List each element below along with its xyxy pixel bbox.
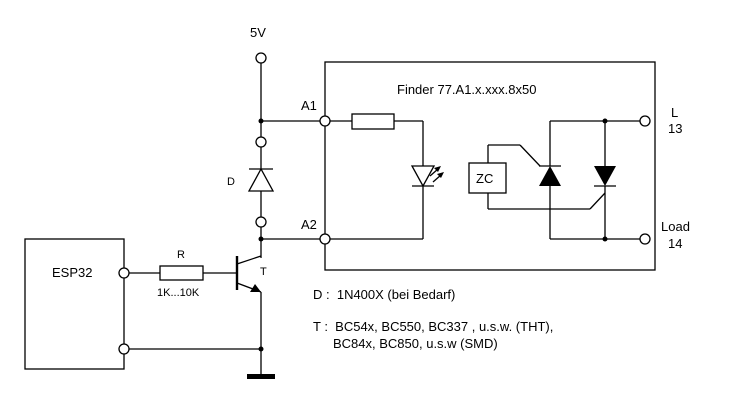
relay-pin-a1-label: A1 [301, 98, 317, 113]
transistor-label: T [260, 266, 267, 278]
relay-pin-load-label: Load [661, 219, 690, 234]
relay-pin-load [639, 233, 651, 245]
diode-top-terminal [255, 136, 267, 148]
supply-label: 5V [250, 25, 266, 40]
thyristor-symbol [539, 166, 561, 186]
ground-symbol [247, 374, 275, 379]
relay-pin-a1 [319, 115, 331, 127]
triac-gate-wire [589, 192, 606, 210]
mcu-gnd-terminal [118, 343, 130, 355]
mcu-label: ESP32 [52, 265, 92, 280]
resistor-symbol [159, 265, 204, 281]
diode-bottom-terminal [255, 216, 267, 228]
relay-pin-load-number: 14 [668, 236, 682, 251]
transistor-emitter-arrow [250, 284, 261, 292]
led-light-arrowhead-2 [437, 172, 444, 178]
resistor-label: R [177, 249, 185, 261]
resistor-value: 1K...10K [157, 287, 200, 299]
transistor-note-1: T : BC54x, BC550, BC337 , u.s.w. (THT), [313, 319, 553, 334]
transistor-note-2: BC84x, BC850, u.s.w (SMD) [333, 336, 498, 351]
relay-box [324, 61, 656, 271]
diode-label: D [227, 176, 235, 188]
relay-led-symbol [410, 165, 436, 188]
mcu-gpio-terminal [118, 267, 130, 279]
supply-terminal [255, 52, 267, 64]
relay-in-resistor [351, 113, 395, 130]
relay-pin-l-label: L [671, 105, 678, 120]
relay-pin-l-number: 13 [668, 121, 682, 136]
relay-pin-a2 [319, 233, 331, 245]
diode-note: D : 1N400X (bei Bedarf) [313, 287, 455, 302]
diode-symbol [247, 167, 275, 192]
mcu-box [24, 238, 125, 370]
relay-title: Finder 77.A1.x.xxx.8x50 [397, 82, 536, 97]
triac-symbol [594, 166, 616, 186]
zc-gate-wire [519, 144, 541, 167]
led-light-arrowhead-1 [434, 166, 441, 172]
relay-pin-a2-label: A2 [301, 217, 317, 232]
relay-pin-l [639, 115, 651, 127]
zc-label: ZC [476, 171, 493, 186]
transistor-collector [236, 255, 262, 265]
